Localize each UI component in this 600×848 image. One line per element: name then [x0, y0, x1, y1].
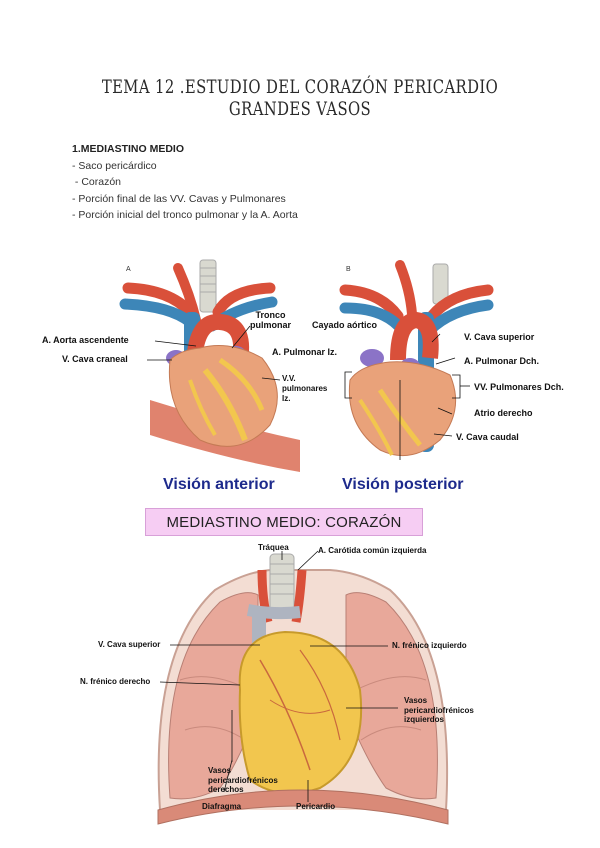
label-pericardio: Pericardio: [296, 802, 336, 811]
label-cayado-aortico: Cayado aórtico: [312, 320, 378, 330]
banner-mediastino-corazon: MEDIASTINO MEDIO: CORAZÓN: [145, 508, 423, 536]
label-frenico-derecho: N. frénico derecho: [80, 677, 151, 686]
thorax-illustration: [157, 550, 449, 825]
list-item: - Saco pericárdico: [72, 159, 157, 172]
label-vasos-izq-3: izquierdos: [404, 715, 445, 724]
heart-illustrations: [119, 259, 494, 472]
panel-letter-a: A: [126, 266, 131, 273]
label-vasos-der-3: derechos: [208, 785, 244, 794]
heart-anterior-illustration: [119, 259, 300, 472]
section-mediastino-medio: 1.MEDIASTINO MEDIO - Saco pericárdico - …: [72, 141, 298, 224]
label-vv-pulmonares-dch: VV. Pulmonares Dch.: [474, 382, 564, 392]
label-vv-line2: pulmonares: [282, 384, 328, 393]
label-pulmonar-dch: A. Pulmonar Dch.: [464, 356, 540, 366]
label-vv-line3: Iz.: [282, 394, 291, 403]
label-aorta-ascendente: A. Aorta ascendente: [42, 335, 129, 345]
label-cava-craneal: V. Cava craneal: [62, 354, 128, 364]
label-vasos-izq-1: Vasos: [404, 696, 428, 705]
list-item: - Porción inicial del tronco pulmonar y …: [72, 209, 298, 221]
heart-posterior-illustration: [339, 260, 494, 460]
label-pulmonar-iz: A. Pulmonar Iz.: [272, 347, 338, 357]
label-diafragma: Diafragma: [202, 802, 242, 811]
label-traquea: Tráquea: [258, 543, 289, 552]
label-tronco-line1: Tronco: [255, 310, 286, 320]
label-vasos-der-2: pericardiofrénicos: [208, 775, 278, 785]
label-vv-pulmonares-iz: V.V. pulmonares Iz.: [282, 374, 327, 404]
document-title: TEMA 12 .ESTUDIO DEL CORAZÓN PERICARDIO …: [101, 76, 499, 120]
list-item: - Corazón: [72, 176, 122, 188]
label-tronco-line2: pulmonar: [250, 320, 292, 330]
caption-vision-anterior: Visión anterior: [163, 476, 275, 493]
label-cava-superior-bottom: V. Cava superior: [98, 640, 161, 649]
label-vasos-der-1: Vasos: [208, 766, 232, 775]
panel-letter-b: B: [346, 266, 351, 273]
label-vasos-izquierdos: Vasos pericardiofrénicos izquierdos: [404, 696, 474, 725]
label-cava-caudal: V. Cava caudal: [456, 432, 519, 442]
list-item: - Porción final de las VV. Cavas y Pulmo…: [72, 192, 286, 205]
label-vasos-derechos: Vasos pericardiofrénicos derechos: [208, 766, 278, 795]
label-tronco-pulmonar: Tronco pulmonar: [250, 310, 291, 330]
label-atrio-derecho: Atrio derecho: [474, 408, 533, 418]
label-vv-line1: V.V.: [282, 374, 296, 383]
caption-vision-posterior: Visión posterior: [342, 476, 464, 493]
label-cava-superior: V. Cava superior: [464, 332, 535, 342]
label-carotida: A. Carótida común izquierda: [318, 546, 427, 555]
heart-views-figure: A A. Aorta ascendente V. Cava craneal Tr…: [0, 250, 600, 500]
thorax-figure: Tráquea A. Carótida común izquierda V. C…: [0, 540, 600, 845]
label-frenico-izquierdo: N. frénico izquierdo: [392, 641, 467, 650]
section-heading: 1.MEDIASTINO MEDIO: [72, 143, 185, 155]
label-vasos-izq-2: pericardiofrénicos: [404, 705, 474, 715]
